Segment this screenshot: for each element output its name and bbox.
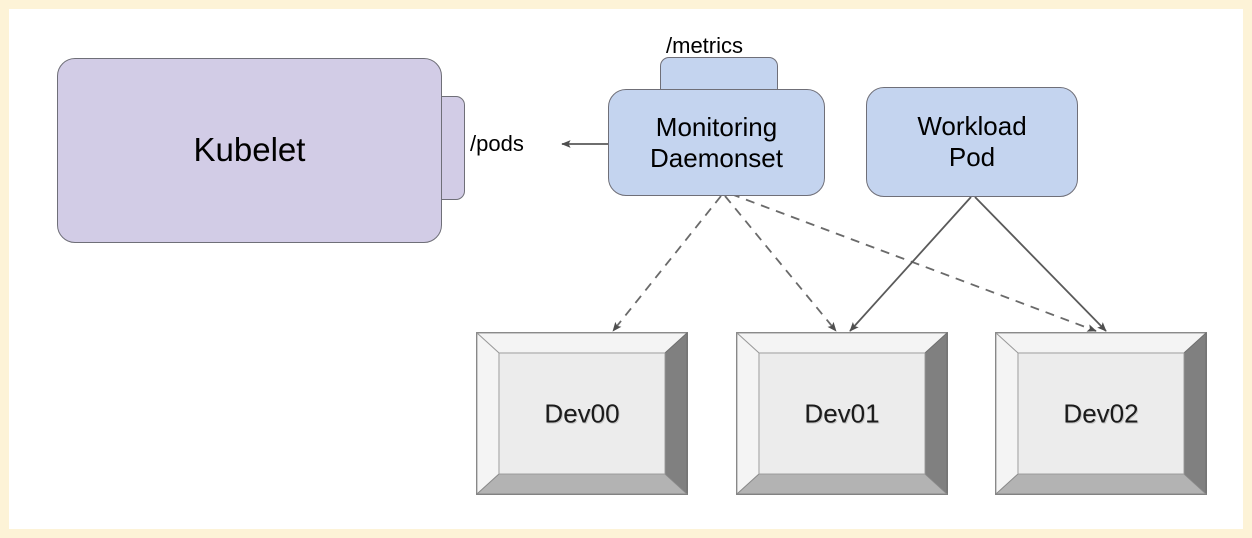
metrics-endpoint-label: /metrics: [666, 33, 743, 58]
edge-workload-to-dev02: [974, 196, 1107, 332]
kubelet-node[interactable]: Kubelet: [57, 58, 442, 243]
edge-monitor-to-dev02: [730, 193, 1097, 332]
edge-layer: [561, 140, 1107, 332]
monitoring-daemonset-node[interactable]: Monitoring Daemonset: [608, 89, 825, 196]
workload-pod-label: Workload Pod: [917, 111, 1027, 172]
dev02-frame-icon: [994, 331, 1208, 496]
device-dev00[interactable]: Dev00: [475, 331, 689, 496]
dev00-frame-icon: [475, 331, 689, 496]
kubelet-label: Kubelet: [193, 131, 306, 169]
pods-endpoint-label: /pods: [470, 131, 524, 156]
edge-monitor-to-dev01: [724, 195, 837, 332]
device-dev02[interactable]: Dev02: [994, 331, 1208, 496]
edge-monitor-to-dev00: [612, 195, 722, 332]
workload-pod-node[interactable]: Workload Pod: [866, 87, 1078, 197]
dev01-frame-icon: [735, 331, 949, 496]
edge-workload-to-dev01: [849, 196, 972, 332]
monitoring-daemonset-label: Monitoring Daemonset: [650, 111, 783, 173]
device-dev01[interactable]: Dev01: [735, 331, 949, 496]
diagram-inner-surface: Kubelet /pods /metrics Monitoring Daemon…: [9, 9, 1243, 529]
